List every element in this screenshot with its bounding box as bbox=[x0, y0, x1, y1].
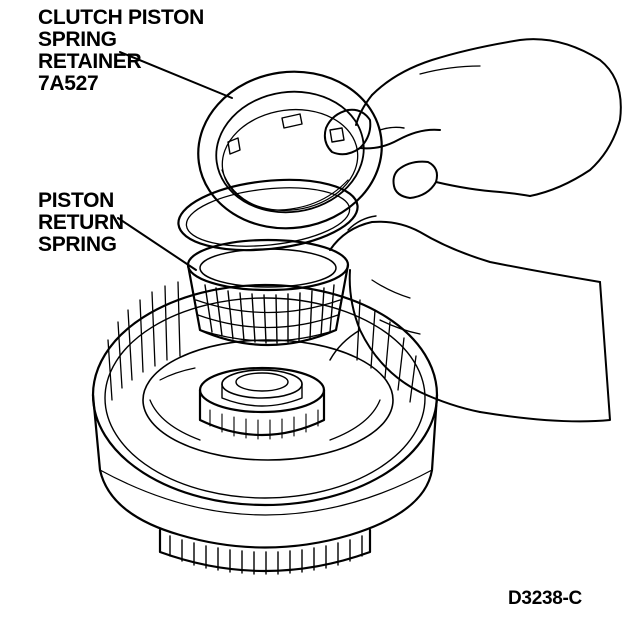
callout-line: 7A527 bbox=[38, 72, 99, 95]
clutch-drum bbox=[91, 281, 439, 575]
callout-line: SPRING bbox=[38, 28, 117, 51]
callout-line: RETURN bbox=[38, 211, 124, 234]
callout-line: RETAINER bbox=[38, 50, 142, 73]
leader-line-retainer bbox=[119, 51, 233, 99]
spring-retainer bbox=[197, 70, 383, 230]
callout-spring-label: PISTON RETURN SPRING bbox=[38, 190, 124, 256]
figure-code: D3238-C bbox=[508, 588, 582, 609]
piston-return-spring bbox=[186, 238, 350, 347]
callout-line: CLUTCH PISTON bbox=[38, 6, 205, 29]
callout-retainer-label: CLUTCH PISTON SPRING RETAINER 7A527 bbox=[38, 7, 204, 95]
callout-line: SPRING bbox=[38, 233, 117, 256]
callout-line: PISTON bbox=[38, 189, 114, 212]
leader-line-spring bbox=[117, 217, 197, 271]
hands bbox=[323, 38, 622, 423]
